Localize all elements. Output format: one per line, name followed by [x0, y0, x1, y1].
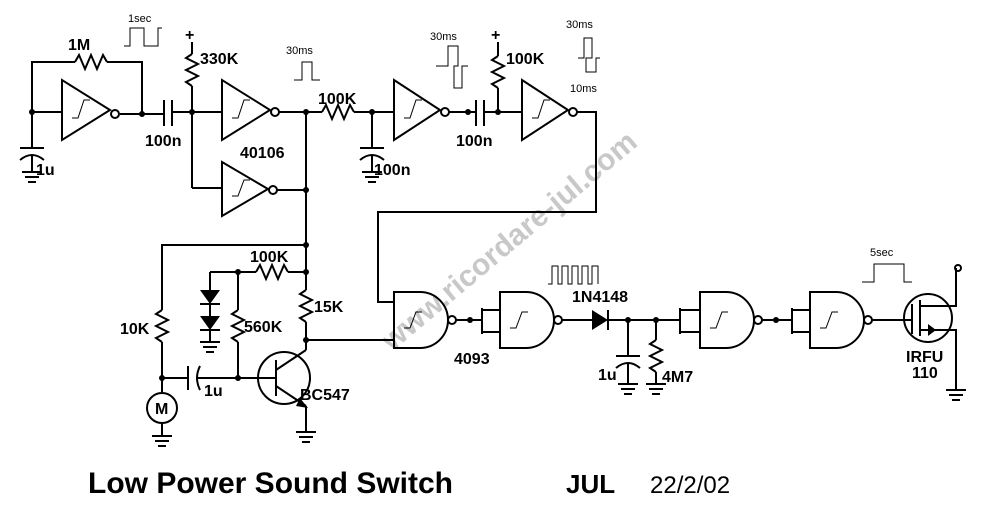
supply-330k: +: [183, 27, 201, 188]
label-bc547: BC547: [300, 387, 350, 404]
resistor-15k: [297, 289, 315, 323]
label-irfu: IRFU: [906, 349, 943, 366]
label-40106: 40106: [240, 145, 285, 162]
svg-text:30ms: 30ms: [286, 45, 313, 57]
label-1n4148: 1N4148: [572, 289, 628, 306]
resistor-10k: [153, 309, 171, 343]
author: JUL: [566, 469, 615, 499]
transistor-bc547: [257, 346, 316, 443]
resistor-100k-mid: [321, 102, 355, 122]
capacitor-100n-c: [475, 100, 485, 126]
svg-text:+: +: [491, 27, 500, 44]
svg-text:30ms: 30ms: [430, 31, 457, 43]
mosfet-irfu110: [903, 264, 966, 401]
inverter-5: [521, 78, 578, 142]
label-10k: 10K: [120, 321, 150, 338]
label-330k: 330K: [200, 51, 239, 68]
label-4093: 4093: [454, 351, 490, 368]
capacitor-100n-b: [359, 112, 385, 183]
diode-stack: [200, 272, 220, 353]
waveform-30ms-b: 30ms: [430, 31, 468, 89]
label-15k: 15K: [314, 299, 344, 316]
svg-text:+: +: [185, 27, 194, 44]
capacitor-100n-a: [163, 100, 173, 126]
label-1m: 1M: [68, 37, 90, 54]
svg-text:1sec: 1sec: [128, 13, 152, 25]
nand-2: [499, 291, 563, 349]
label-110: 110: [912, 365, 938, 382]
resistor-1m: [74, 52, 108, 72]
inverter-1: [61, 78, 120, 142]
capacitor-1u-right: [615, 320, 641, 395]
label-100k-top: 100K: [506, 51, 545, 68]
svg-text:5sec: 5sec: [870, 247, 894, 259]
resistor-100k-bias: [255, 262, 289, 282]
label-100n-c: 100n: [456, 133, 492, 150]
label-100k-mid: 100K: [318, 91, 357, 108]
nand-4: [809, 291, 873, 349]
waveform-pulses: [548, 265, 599, 285]
inverter-3: [221, 160, 278, 218]
label-560k: 560K: [244, 319, 283, 336]
waveform-5sec: 5sec: [862, 247, 912, 283]
date: 22/2/02: [650, 472, 730, 499]
diode-1n4148: [592, 310, 609, 330]
label-1u-mic: 1u: [204, 383, 223, 400]
waveform-1sec: 1sec: [124, 13, 162, 47]
svg-text:M: M: [155, 401, 168, 418]
svg-text:10ms: 10ms: [570, 83, 597, 95]
waveform-30ms-a: 30ms: [286, 45, 320, 81]
supply-100k: +: [489, 27, 507, 115]
label-4m7: 4M7: [662, 369, 693, 386]
microphone: M: [146, 392, 178, 447]
waveform-30-10ms: 30ms 10ms: [566, 19, 600, 95]
resistor-560k: [229, 309, 247, 343]
inverter-4: [393, 78, 450, 142]
label-100n-b: 100n: [374, 162, 410, 179]
label-100k-bias: 100K: [250, 249, 289, 266]
inverter-2: [221, 78, 280, 142]
label-100n-a: 100n: [145, 133, 181, 150]
resistor-4m7: [646, 320, 666, 395]
label-1u-right: 1u: [598, 367, 617, 384]
label-1u-left: 1u: [36, 162, 55, 179]
svg-text:30ms: 30ms: [566, 19, 593, 31]
nand-3: [699, 291, 763, 349]
capacitor-1u-left: [19, 112, 45, 183]
diagram-title: Low Power Sound Switch: [88, 467, 453, 500]
